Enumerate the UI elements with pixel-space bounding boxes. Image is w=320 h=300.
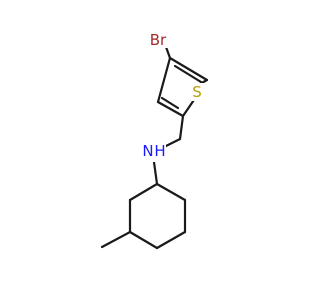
bond-c4ring-c5ring — [155, 230, 187, 250]
bond-c1-c2ring — [128, 182, 159, 202]
nitrogen-label: N — [142, 142, 153, 160]
bonds — [100, 34, 209, 250]
bond-c3-c4 — [156, 56, 172, 104]
nh-label-bg — [140, 142, 166, 162]
nitrogen-hydrogen-label: H — [154, 142, 165, 160]
bond-c4-c5-double — [173, 64, 203, 84]
structure-canvas: Br S N H — [100, 30, 209, 250]
molecule-drawing: Br S N H — [100, 30, 209, 250]
bond-c2-c3-double — [160, 96, 180, 110]
sulfur-label: S — [192, 83, 202, 101]
bond-n-c1 — [152, 160, 159, 186]
atom-labels: Br S N H — [140, 30, 205, 162]
bond-c2-c3 — [156, 100, 185, 118]
bond-c3ring-c4ring — [128, 230, 159, 250]
bond-c3ring-methyl — [100, 230, 132, 249]
bond-c4-c5 — [168, 56, 209, 82]
br-label-bg — [146, 30, 176, 48]
s-label-bg — [189, 83, 205, 101]
bromine-label: Br — [150, 31, 167, 49]
bond-c2-ch2 — [178, 114, 185, 141]
bond-c6ring-c1 — [155, 182, 187, 202]
